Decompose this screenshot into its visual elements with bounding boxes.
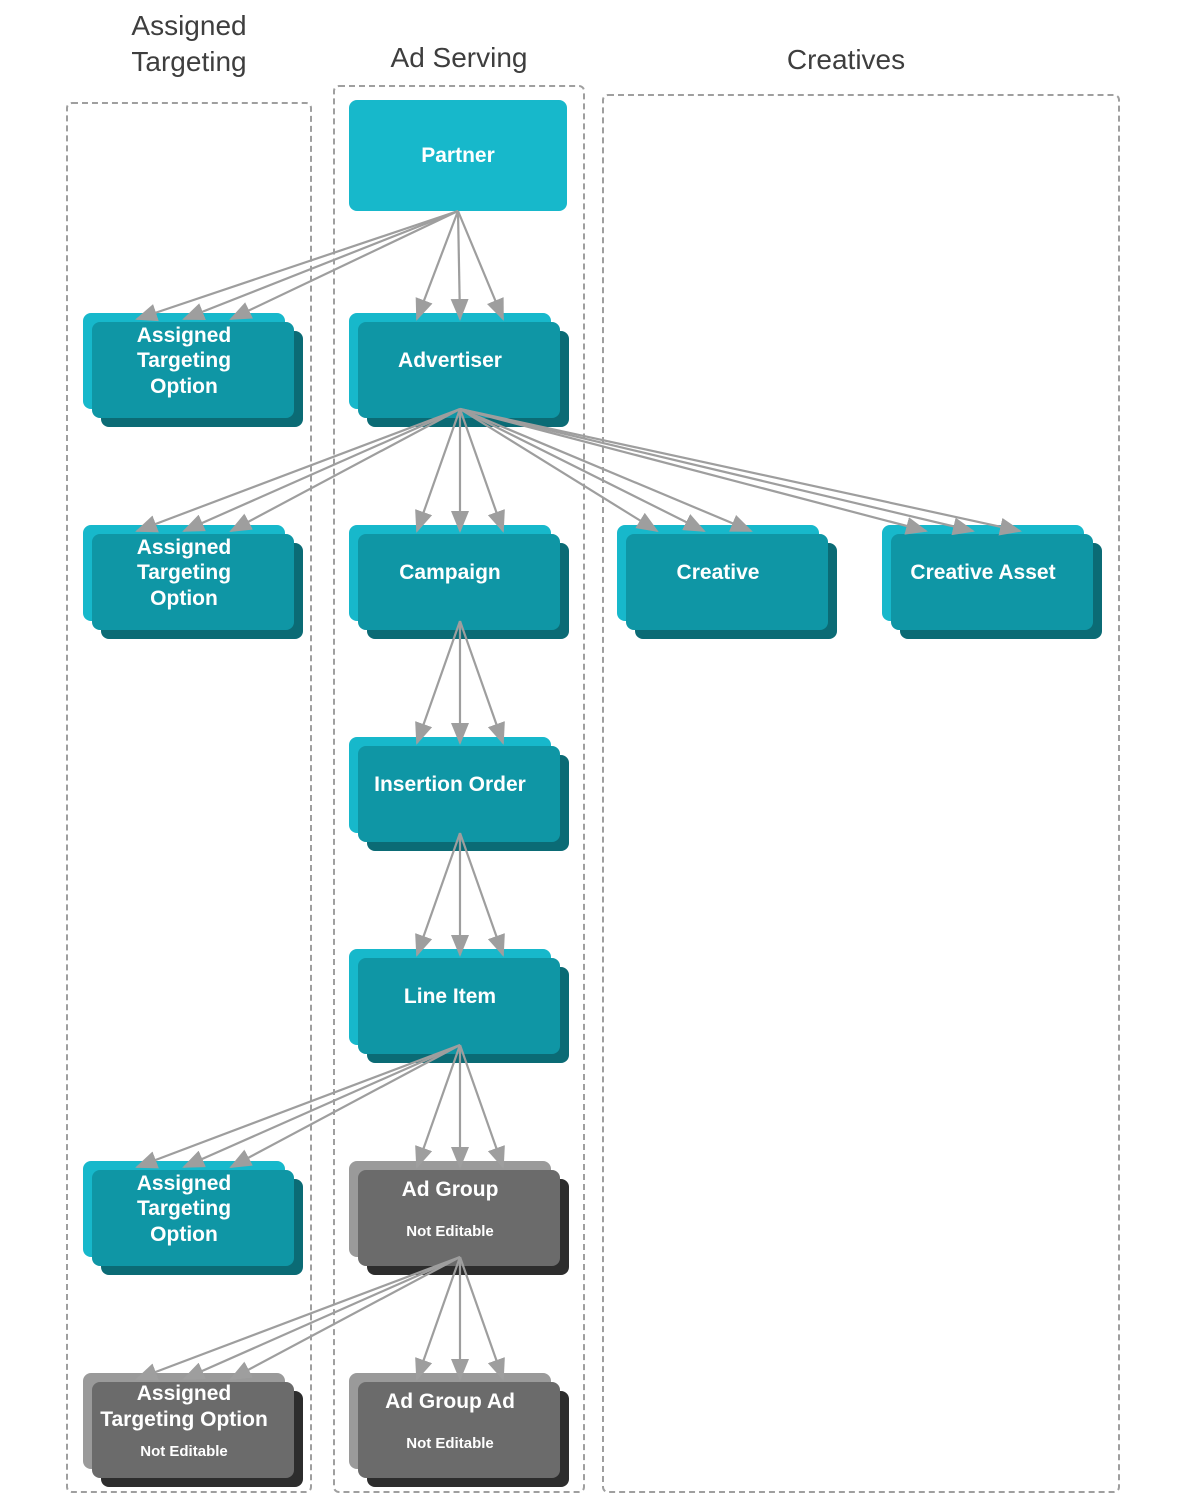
node-label: Creative (676, 561, 760, 585)
node-label: Assigned Targeting Option (136, 536, 232, 610)
node-label: Partner (421, 143, 495, 167)
node-assigned-targeting-option-advertiser: Assigned Targeting Option (83, 525, 303, 639)
node-not-editable-badge: Not Editable (406, 1435, 494, 1453)
column-header-ad-serving: Ad Serving (333, 40, 585, 76)
column-header-assigned-targeting: Assigned Targeting (66, 8, 312, 80)
node-campaign: Campaign (349, 525, 569, 639)
column-region-ad-serving (333, 85, 585, 1493)
node-label: Campaign (399, 561, 501, 585)
node-not-editable-badge: Not Editable (406, 1223, 494, 1241)
node-label: Ad Group Ad (385, 1389, 515, 1413)
node-label: Assigned Targeting Option (100, 1382, 268, 1431)
node-not-editable-badge: Not Editable (140, 1442, 228, 1460)
node-assigned-targeting-option-partner: Assigned Targeting Option (83, 313, 303, 427)
node-ad-group-ad: Ad Group Ad Not Editable (349, 1373, 569, 1487)
node-ad-group: Ad Group Not Editable (349, 1161, 569, 1275)
node-label: Ad Group (401, 1177, 499, 1201)
column-header-label: Assigned Targeting (131, 10, 247, 77)
node-label: Assigned Targeting Option (136, 324, 232, 398)
column-region-assigned-targeting (66, 102, 312, 1493)
node-label: Advertiser (398, 349, 502, 373)
node-advertiser: Advertiser (349, 313, 569, 427)
node-label: Creative Asset (910, 561, 1056, 585)
column-header-label: Creatives (786, 44, 906, 75)
node-creative: Creative (617, 525, 837, 639)
node-line-item: Line Item (349, 949, 569, 1063)
node-partner: Partner (349, 100, 567, 211)
column-header-creatives: Creatives (602, 42, 1090, 78)
node-assigned-targeting-option-ad-group: Assigned Targeting Option Not Editable (83, 1373, 303, 1487)
column-header-label: Ad Serving (390, 42, 528, 73)
node-assigned-targeting-option-line-item: Assigned Targeting Option (83, 1161, 303, 1275)
node-insertion-order: Insertion Order (349, 737, 569, 851)
node-label: Assigned Targeting Option (136, 1172, 232, 1246)
column-region-creatives (602, 94, 1120, 1493)
node-label: Insertion Order (374, 773, 526, 797)
node-label: Line Item (403, 985, 497, 1009)
node-creative-asset: Creative Asset (882, 525, 1102, 639)
